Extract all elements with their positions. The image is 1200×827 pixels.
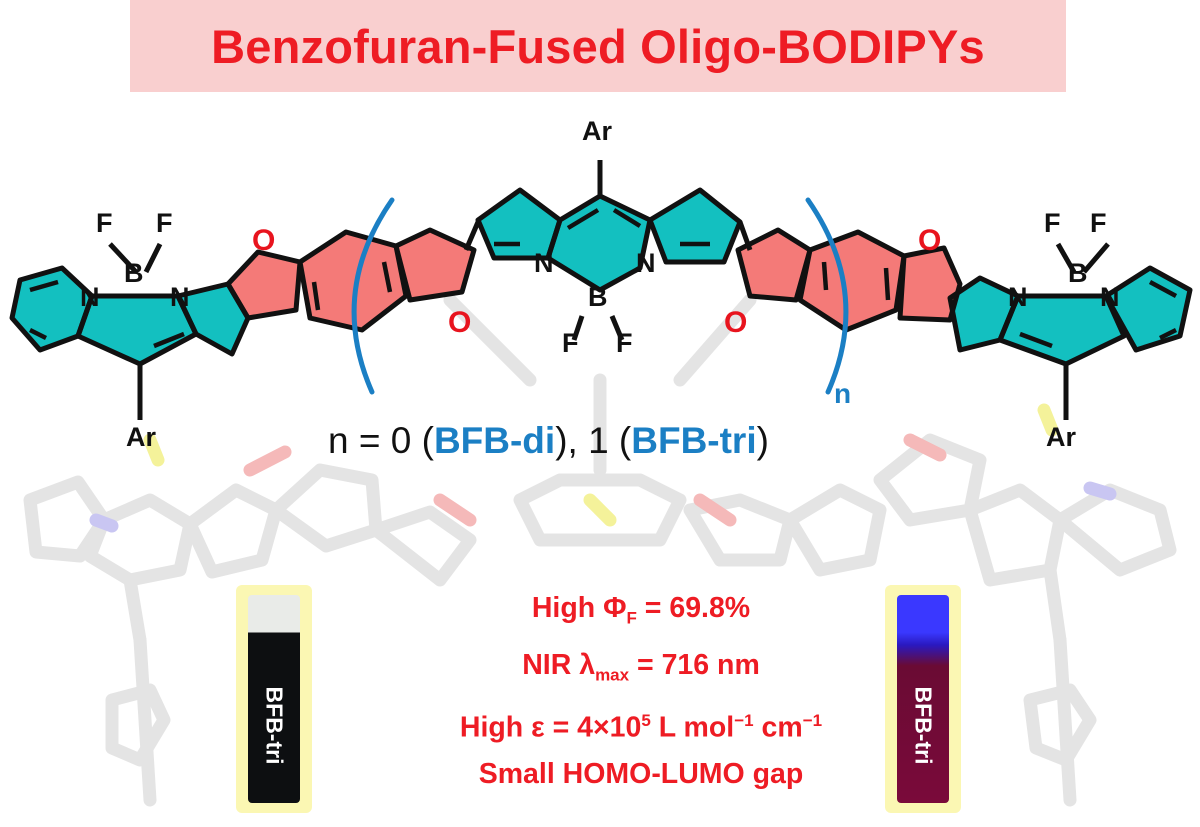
property-gap: Small HOMO-LUMO gap <box>478 757 804 790</box>
atom-n-center-2: N <box>636 248 656 278</box>
bond-skeleton <box>9 160 1193 420</box>
vial-left-label: BFB-tri <box>261 686 288 764</box>
atom-f-right-2: F <box>1090 208 1107 238</box>
property-quantum-yield: High ΦF = 69.8% <box>531 592 751 628</box>
crystal-atom-highlights <box>89 403 1117 533</box>
right-bracket <box>805 197 849 395</box>
vial-left: BFB-tri <box>236 585 312 813</box>
title: Benzofuran-Fused Oligo-BODIPYs <box>211 19 985 73</box>
series-middle: ), 1 ( <box>555 420 632 461</box>
atom-n-left-1: N <box>80 282 100 312</box>
atom-n-left-2: N <box>170 282 190 312</box>
series-suffix: ) <box>756 420 769 461</box>
atom-f-left-2: F <box>156 208 173 238</box>
atom-ar-left: Ar <box>126 422 157 452</box>
repeat-subscript: n <box>834 378 852 409</box>
vial-right-label: BFB-tri <box>910 686 937 764</box>
furan-benzene-rings <box>228 230 960 330</box>
repeat-brackets <box>351 197 849 395</box>
atom-ar-right: Ar <box>1046 422 1077 452</box>
atom-b-center: B <box>588 282 608 312</box>
atom-f-right-1: F <box>1044 208 1061 238</box>
atom-b-left: B <box>124 258 144 288</box>
left-bracket <box>351 197 395 395</box>
series-prefix: n = 0 ( <box>328 420 434 461</box>
series-di: BFB-di <box>433 420 556 461</box>
atom-o-2: O <box>448 306 472 339</box>
property-absorption-max: NIR λmax = 716 nm <box>522 648 760 685</box>
atom-ar-top: Ar <box>582 116 613 146</box>
atom-f-center-2: F <box>616 328 633 358</box>
properties-list: High ΦF = 69.8% NIR λmax = 716 nm High ε… <box>396 585 886 797</box>
crystal-structure <box>23 293 1177 807</box>
title-banner: Benzofuran-Fused Oligo-BODIPYs <box>130 0 1066 92</box>
atom-n-right-1: N <box>1008 282 1028 312</box>
atom-o-1: O <box>252 224 276 257</box>
series-tri: BFB-tri <box>631 420 757 461</box>
atom-o-4: O <box>918 224 942 257</box>
atom-f-center-1: F <box>562 328 579 358</box>
atom-b-right: B <box>1068 258 1088 288</box>
vial-left-tube: BFB-tri <box>248 595 300 803</box>
atom-n-right-2: N <box>1100 282 1120 312</box>
series-caption: n = 0 (BFB-di), 1 (BFB-tri) <box>328 420 769 462</box>
atom-o-3: O <box>724 306 748 339</box>
atom-n-center-1: N <box>534 248 554 278</box>
property-extinction: High ε = 4×105 L mol−1 cm−1 <box>459 711 823 744</box>
vial-right: BFB-tri <box>885 585 961 813</box>
inner-double-bonds <box>28 208 1178 349</box>
atom-f-left-1: F <box>96 208 113 238</box>
vial-right-tube: BFB-tri <box>897 595 949 803</box>
